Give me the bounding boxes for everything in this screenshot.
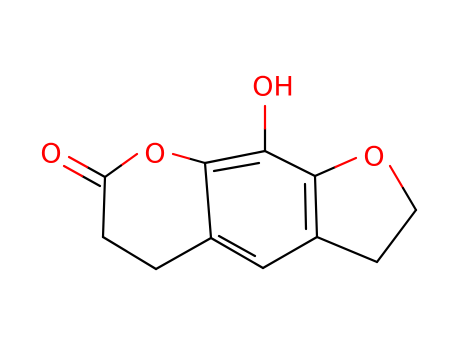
- bond-segment-3: [261, 235, 319, 270]
- bond-segment-4: [209, 236, 265, 270]
- bond-segment-26: [375, 208, 418, 264]
- bond-segment-23: [334, 156, 358, 169]
- hydroxyl-group-label: OH: [252, 72, 294, 103]
- bond-segment-1: [263, 149, 317, 178]
- bond-segment-13: [119, 152, 139, 167]
- bond-segment-25: [401, 186, 418, 212]
- bond-segment-27: [315, 235, 379, 264]
- bond-segment-7: [303, 182, 308, 231]
- bond-segment-19: [67, 155, 89, 169]
- bond-segment-20: [80, 174, 102, 188]
- bond-segment-5: [203, 161, 213, 240]
- bond-segment-22: [313, 165, 337, 178]
- bond-segment-6: [212, 161, 261, 173]
- bond-segment-17: [154, 236, 213, 271]
- bond-segment-2: [313, 174, 319, 239]
- pyranone-ring-oxygen-label: O: [144, 139, 165, 170]
- bond-segment-12: [171, 152, 191, 160]
- bond-segment-0: [203, 149, 267, 165]
- furan-ring-oxygen-label: O: [363, 142, 384, 173]
- bond-segment-24: [388, 164, 405, 190]
- bond-segment-16: [101, 235, 158, 271]
- bond-segment-11: [187, 157, 207, 165]
- bond-segment-15: [101, 175, 107, 239]
- carbonyl-oxygen-label: O: [40, 139, 61, 170]
- bond-segment-14: [103, 164, 123, 179]
- bond-layer: [62, 104, 418, 271]
- bond-segment-8: [217, 234, 257, 258]
- bond-segment-18: [85, 165, 107, 179]
- bond-segment-21: [62, 164, 84, 178]
